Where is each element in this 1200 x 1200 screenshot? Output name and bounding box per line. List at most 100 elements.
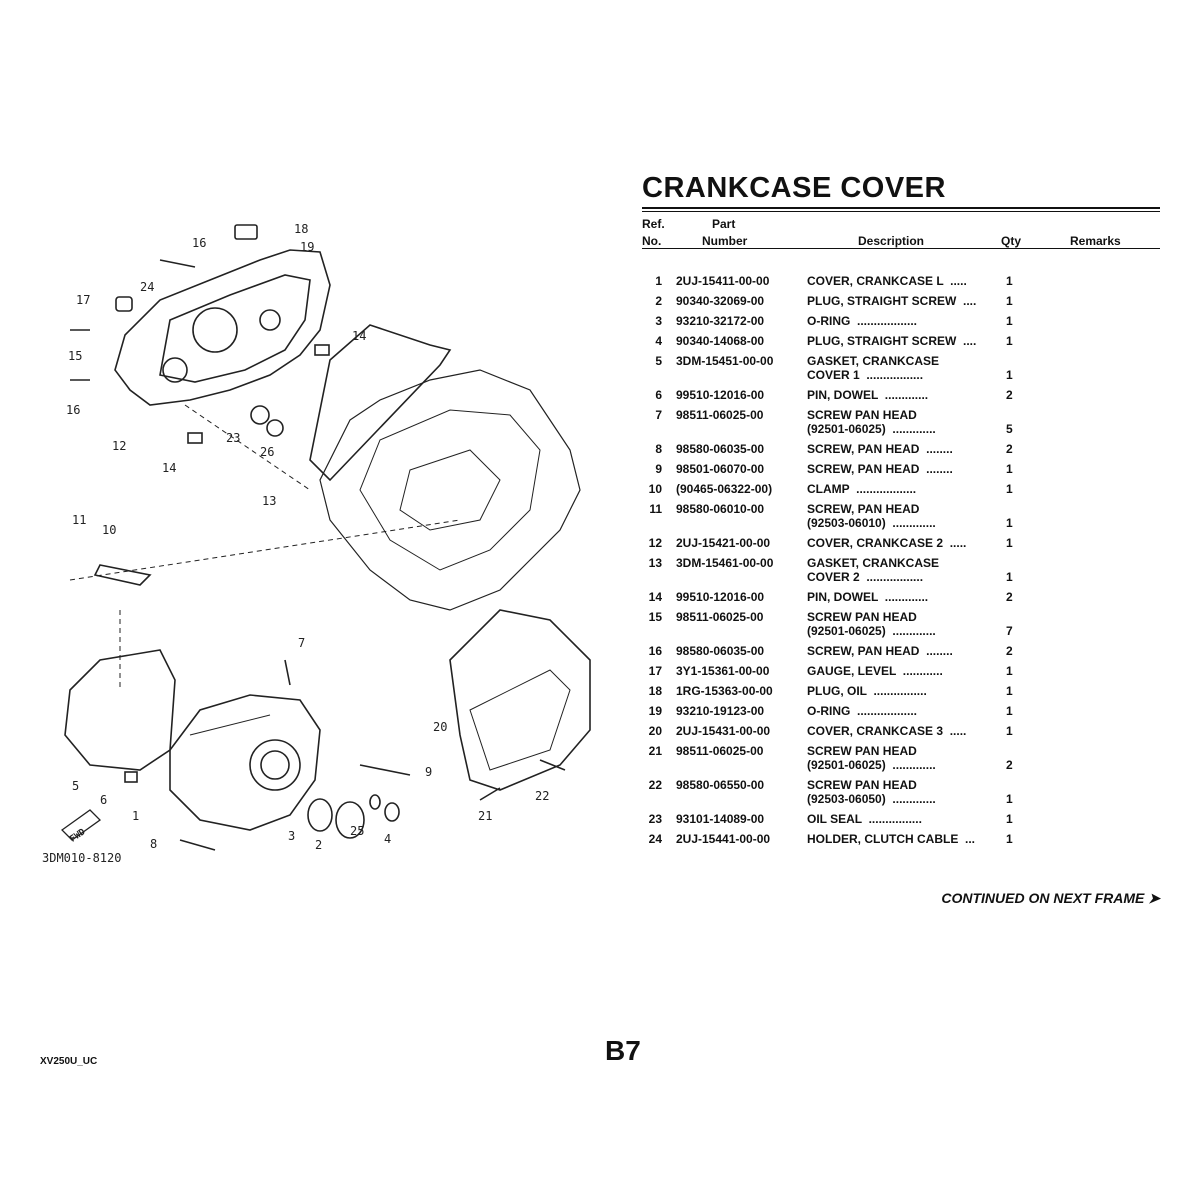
part-qty: 1 — [1006, 274, 1013, 288]
ref-no: 20 — [648, 724, 662, 738]
part-number: 98580-06035-00 — [676, 644, 765, 658]
part-description: GASKET, CRANKCASE COVER 2 ..............… — [807, 556, 940, 584]
callout-23: 23 — [226, 431, 240, 445]
callout-18: 18 — [294, 222, 308, 236]
part-description: COVER, CRANKCASE 3 ..... — [807, 724, 967, 738]
ref-no: 5 — [655, 354, 662, 368]
part-number: 3DM-15451-00-00 — [676, 354, 774, 368]
part-number: 90340-32069-00 — [676, 294, 765, 308]
part-description: PIN, DOWEL ............. — [807, 590, 929, 604]
ref-no: 3 — [655, 314, 662, 328]
part-qty: 1 — [1006, 462, 1013, 476]
part-number: 98580-06550-00 — [676, 778, 765, 792]
callout-16: 16 — [192, 236, 206, 250]
callout-10: 10 — [102, 523, 116, 537]
header-ref-line1: Ref. — [642, 217, 665, 231]
part-number: 99510-12016-00 — [676, 590, 765, 604]
part-number: 98511-06025-00 — [676, 408, 764, 422]
ref-no: 14 — [648, 590, 662, 604]
fwd-label: FWD — [68, 827, 88, 845]
part-qty: 1 — [1006, 482, 1013, 496]
part-number: 93101-14089-00 — [676, 812, 765, 826]
callout-3: 3 — [288, 829, 295, 843]
part-qty: 1 — [1006, 334, 1013, 348]
part-number: (90465-06322-00) — [676, 482, 773, 496]
header-description: Description — [858, 234, 925, 248]
part-qty: 2 — [1006, 644, 1013, 658]
callout-26: 26 — [260, 445, 274, 459]
header-part-line1: Part — [712, 217, 736, 231]
ref-no: 9 — [655, 462, 662, 476]
continued-note: CONTINUED ON NEXT FRAME ➤ — [941, 890, 1160, 906]
callout-14b: 14 — [162, 461, 176, 475]
part-qty: 1 — [1006, 570, 1013, 584]
callout-24: 24 — [140, 280, 154, 294]
part-description: OIL SEAL ................ — [807, 812, 922, 826]
part-qty: 1 — [1006, 368, 1013, 382]
part-description: SCREW, PAN HEAD ........ — [807, 644, 953, 658]
part-description: PLUG, STRAIGHT SCREW .... — [807, 334, 977, 348]
part-qty: 1 — [1006, 684, 1013, 698]
callout-22: 22 — [535, 789, 549, 803]
part-description: CLAMP .................. — [807, 482, 917, 496]
part-description: GAUGE, LEVEL ............ — [807, 664, 943, 678]
part-description: PLUG, OIL ................ — [807, 684, 927, 698]
part-description: SCREW PAN HEAD (92503-06050) ...........… — [807, 778, 936, 806]
callout-16b: 16 — [66, 403, 80, 417]
header-ref-line2: No. — [642, 234, 662, 248]
title-rule — [642, 207, 1160, 209]
part-number: 93210-19123-00 — [676, 704, 765, 718]
part-description: SCREW, PAN HEAD ........ — [807, 462, 953, 476]
part-number: 2UJ-15441-00-00 — [676, 832, 771, 846]
callout-4: 4 — [384, 832, 391, 846]
part-qty: 5 — [1006, 422, 1013, 436]
ref-no: 6 — [655, 388, 662, 402]
ref-no: 21 — [648, 744, 662, 758]
part-number: 3DM-15461-00-00 — [676, 556, 774, 570]
part-qty: 2 — [1006, 388, 1013, 402]
ref-no: 2 — [655, 294, 662, 308]
ref-no: 15 — [648, 610, 662, 624]
part-number: 1RG-15363-00-00 — [676, 684, 773, 698]
page-title: CRANKCASE COVER — [642, 172, 946, 204]
ref-no: 24 — [648, 832, 662, 846]
part-number: 98511-06025-00 — [676, 610, 764, 624]
callout-2: 2 — [315, 838, 322, 852]
ref-no: 18 — [648, 684, 662, 698]
part-description: HOLDER, CLUTCH CABLE ... — [807, 832, 975, 846]
callout-12: 12 — [112, 439, 126, 453]
ref-no: 19 — [648, 704, 662, 718]
part-number: 99510-12016-00 — [676, 388, 765, 402]
part-number: 2UJ-15411-00-00 — [676, 274, 770, 288]
callout-21: 21 — [478, 809, 492, 823]
callout-9: 9 — [425, 765, 432, 779]
part-description: O-RING .................. — [807, 314, 918, 328]
part-number: 2UJ-15421-00-00 — [676, 536, 771, 550]
part-qty: 2 — [1006, 590, 1013, 604]
part-qty: 1 — [1006, 832, 1013, 846]
ref-no: 22 — [648, 778, 662, 792]
part-description: O-RING .................. — [807, 704, 918, 718]
part-qty: 1 — [1006, 724, 1013, 738]
ref-no: 8 — [655, 442, 662, 456]
ref-no: 23 — [648, 812, 662, 826]
ref-no: 13 — [648, 556, 662, 570]
callout-5: 5 — [72, 779, 79, 793]
model-code: XV250U_UC — [40, 1056, 98, 1067]
header-qty: Qty — [1001, 234, 1022, 248]
part-qty: 1 — [1006, 294, 1013, 308]
part-number: 98501-06070-00 — [676, 462, 765, 476]
callout-1: 1 — [132, 809, 139, 823]
part-number: 3Y1-15361-00-00 — [676, 664, 770, 678]
ref-no: 11 — [649, 502, 662, 516]
header-remarks: Remarks — [1070, 234, 1121, 248]
part-qty: 2 — [1006, 758, 1013, 772]
callout-14: 14 — [352, 329, 366, 343]
ref-no: 1 — [655, 274, 662, 288]
title-rule-thin — [642, 211, 1160, 212]
page-number: B7 — [605, 1035, 641, 1066]
callout-17: 17 — [76, 293, 90, 307]
part-description: SCREW PAN HEAD (92501-06025) ...........… — [807, 610, 936, 638]
callout-6: 6 — [100, 793, 107, 807]
callout-25: 25 — [350, 824, 364, 838]
